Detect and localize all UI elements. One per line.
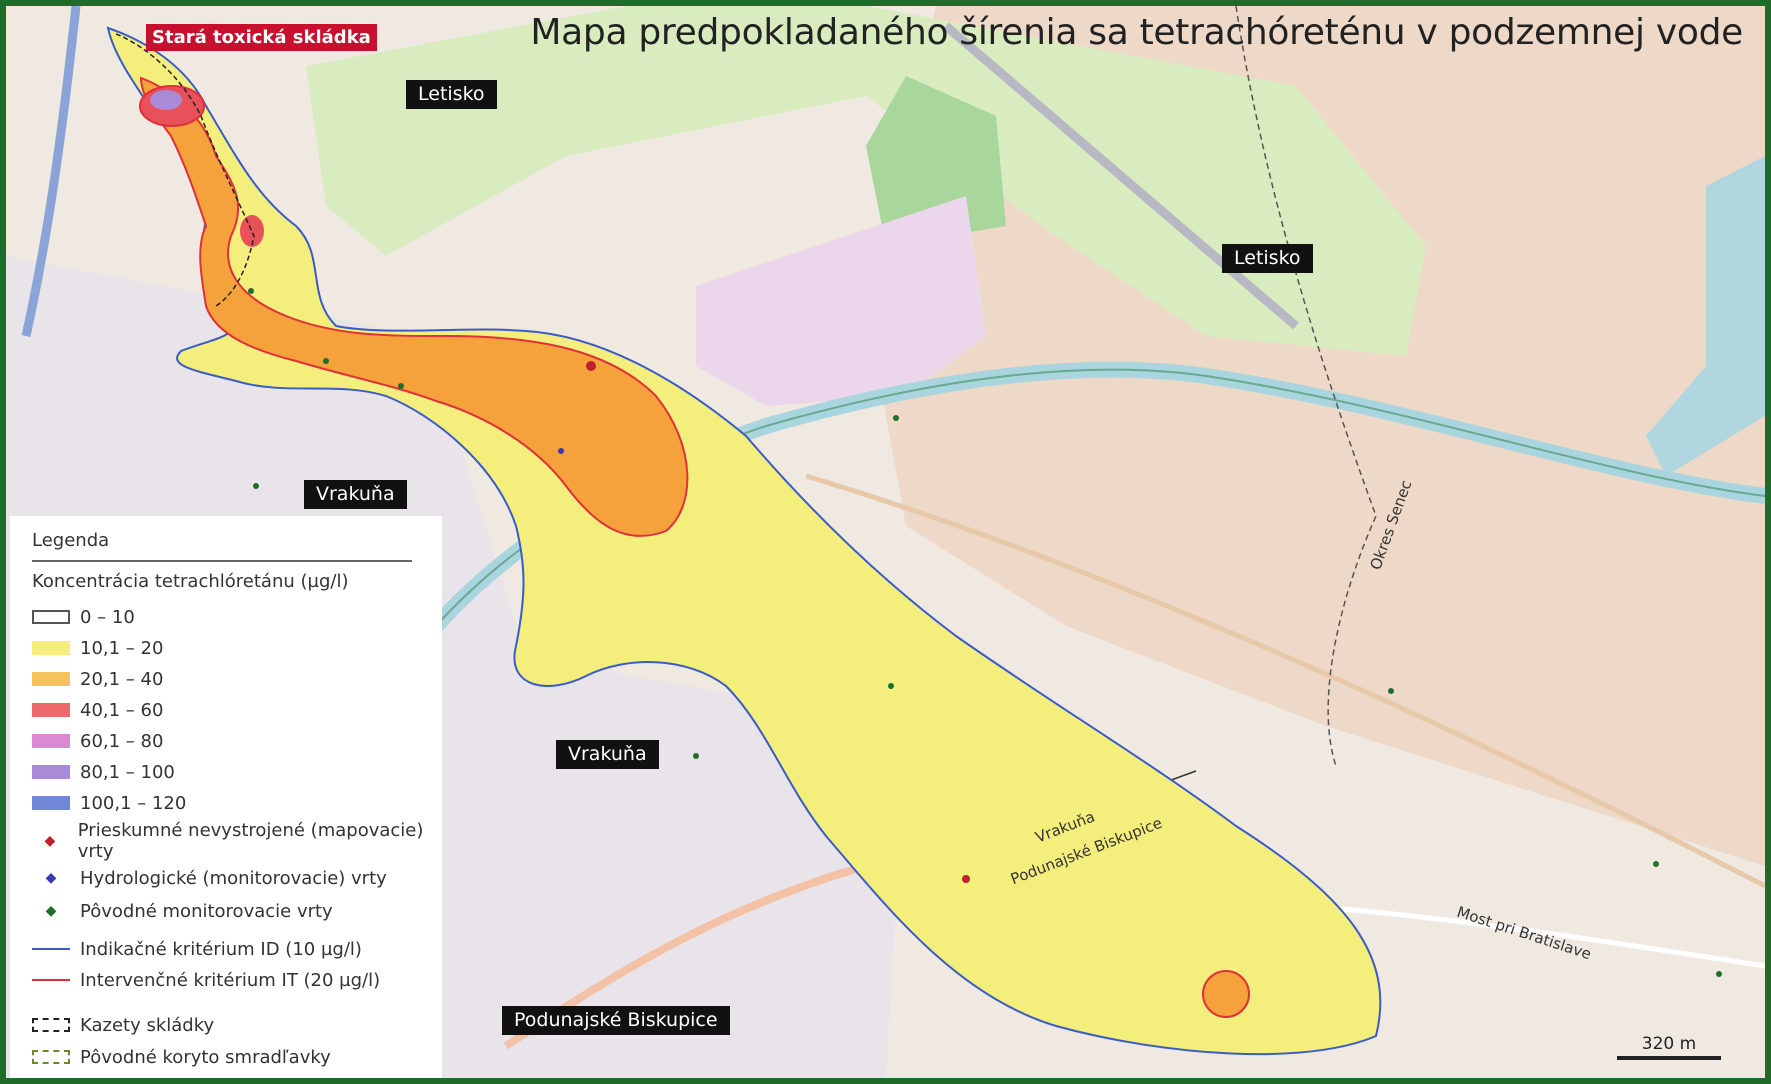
legend-swatch <box>32 672 70 686</box>
legend-criterion-label: Intervenčné kritérium IT (20 µg/l) <box>80 969 381 991</box>
legend-range-label: 0 – 10 <box>80 606 135 628</box>
well[interactable] <box>323 358 329 364</box>
legend-well-label: Hydrologické (monitorovacie) vrty <box>80 867 387 889</box>
legend-subtitle: Koncentrácia tetrachlóretánu (µg/l) <box>32 571 349 592</box>
legend-box-label: Pôvodné koryto smradľavky <box>80 1046 331 1068</box>
well[interactable] <box>962 875 970 883</box>
road-east <box>805 473 1765 889</box>
place-label-letisko: Letisko <box>1222 244 1313 273</box>
diamond-icon: ◆ <box>45 870 57 886</box>
wells <box>248 288 1722 977</box>
place-label-letisko: Letisko <box>406 80 497 109</box>
industrial-area <box>696 196 986 406</box>
legend-swatch <box>32 641 70 655</box>
legend-range-label: 20,1 – 40 <box>80 668 164 690</box>
map-title: Mapa predpokladaného šírenia sa tetrachó… <box>530 12 1743 53</box>
well[interactable] <box>253 483 259 489</box>
legend-dashed-box <box>32 1018 70 1032</box>
well[interactable] <box>1653 861 1659 867</box>
legend-swatch <box>32 734 70 748</box>
hotspot-mid[interactable] <box>240 215 264 247</box>
legend-range-label: 40,1 – 60 <box>80 699 164 721</box>
scale-bar: 320 m <box>1617 1034 1721 1060</box>
scale-line <box>1617 1056 1721 1060</box>
legend-criterion-label: Indikačné kritérium ID (10 µg/l) <box>80 938 362 960</box>
legend-well-label: Pôvodné monitorovacie vrty <box>80 900 333 922</box>
legend-criterion: Intervenčné kritérium IT (20 µg/l) <box>32 967 380 993</box>
well[interactable] <box>558 448 564 454</box>
legend-swatch <box>32 796 70 810</box>
well[interactable] <box>248 288 254 294</box>
legend-range: 100,1 – 120 <box>32 790 186 816</box>
legend-box: Kazety skládky <box>32 1012 214 1038</box>
okres-boundary <box>1235 6 1377 767</box>
legend-title: Legenda <box>32 530 110 551</box>
landfill-label: Stará toxická skládka <box>146 24 377 51</box>
highway <box>21 6 81 337</box>
legend-range-label: 10,1 – 20 <box>80 637 164 659</box>
map-frame: Mapa predpokladaného šírenia sa tetrachó… <box>6 6 1765 1078</box>
legend-range: 20,1 – 40 <box>32 666 163 692</box>
scale-label: 320 m <box>1641 1034 1697 1054</box>
legend-range: 10,1 – 20 <box>32 635 163 661</box>
plume-10-20[interactable] <box>106 26 1382 1056</box>
runway <box>943 22 1299 330</box>
legend-range-label: 100,1 – 120 <box>80 792 187 814</box>
legend-box-label: Kazety skládky <box>80 1014 215 1036</box>
legend-range-label: 60,1 – 80 <box>80 730 164 752</box>
legend-line <box>32 948 70 950</box>
well[interactable] <box>398 383 404 389</box>
legend-box: Pôvodné koryto smradľavky <box>32 1044 331 1070</box>
legend-swatch <box>32 703 70 717</box>
diamond-icon: ◆ <box>45 903 57 919</box>
well[interactable] <box>1388 688 1394 694</box>
place-label-vrakuna: Vrakuňa <box>304 480 407 509</box>
legend-swatch <box>32 610 70 624</box>
hotspot-point[interactable] <box>586 361 596 371</box>
plume-20-40[interactable] <box>139 76 689 537</box>
legend-well-label: Prieskumné nevystrojené (mapovacie) vrty <box>77 820 424 862</box>
legend-well: ◆ Pôvodné monitorovacie vrty <box>32 898 333 924</box>
place-label-vrakuna: Vrakuňa <box>556 740 659 769</box>
place-label-podunajske-biskupice: Podunajské Biskupice <box>502 1006 730 1035</box>
legend-range: 40,1 – 60 <box>32 697 163 723</box>
legend-dashed-box <box>32 1050 70 1064</box>
legend-range: 0 – 10 <box>32 604 135 630</box>
well[interactable] <box>893 415 899 421</box>
legend-divider <box>32 560 412 562</box>
legend-swatch <box>32 765 70 779</box>
legend-well: ◆ Hydrologické (monitorovacie) vrty <box>32 865 387 891</box>
well[interactable] <box>1716 971 1722 977</box>
legend-range-label: 80,1 – 100 <box>80 761 175 783</box>
well[interactable] <box>693 753 699 759</box>
forest-patch <box>866 76 1006 246</box>
legend-well: ◆ Prieskumné nevystrojené (mapovacie) vr… <box>32 820 442 862</box>
hotspot-landfill-core <box>150 90 182 110</box>
legend-range: 80,1 – 100 <box>32 759 175 785</box>
landfill-cassettes <box>115 33 255 307</box>
diamond-icon: ◆ <box>44 833 56 849</box>
lake <box>1646 156 1765 476</box>
legend-range: 60,1 – 80 <box>32 728 163 754</box>
legend-line <box>32 979 70 981</box>
well[interactable] <box>888 683 894 689</box>
legend-criterion: Indikačné kritérium ID (10 µg/l) <box>32 936 362 962</box>
legend: Legenda Koncentrácia tetrachlóretánu (µg… <box>10 516 442 1078</box>
hotspot-southeast[interactable] <box>1202 970 1250 1018</box>
airport-green-area <box>306 6 1426 356</box>
